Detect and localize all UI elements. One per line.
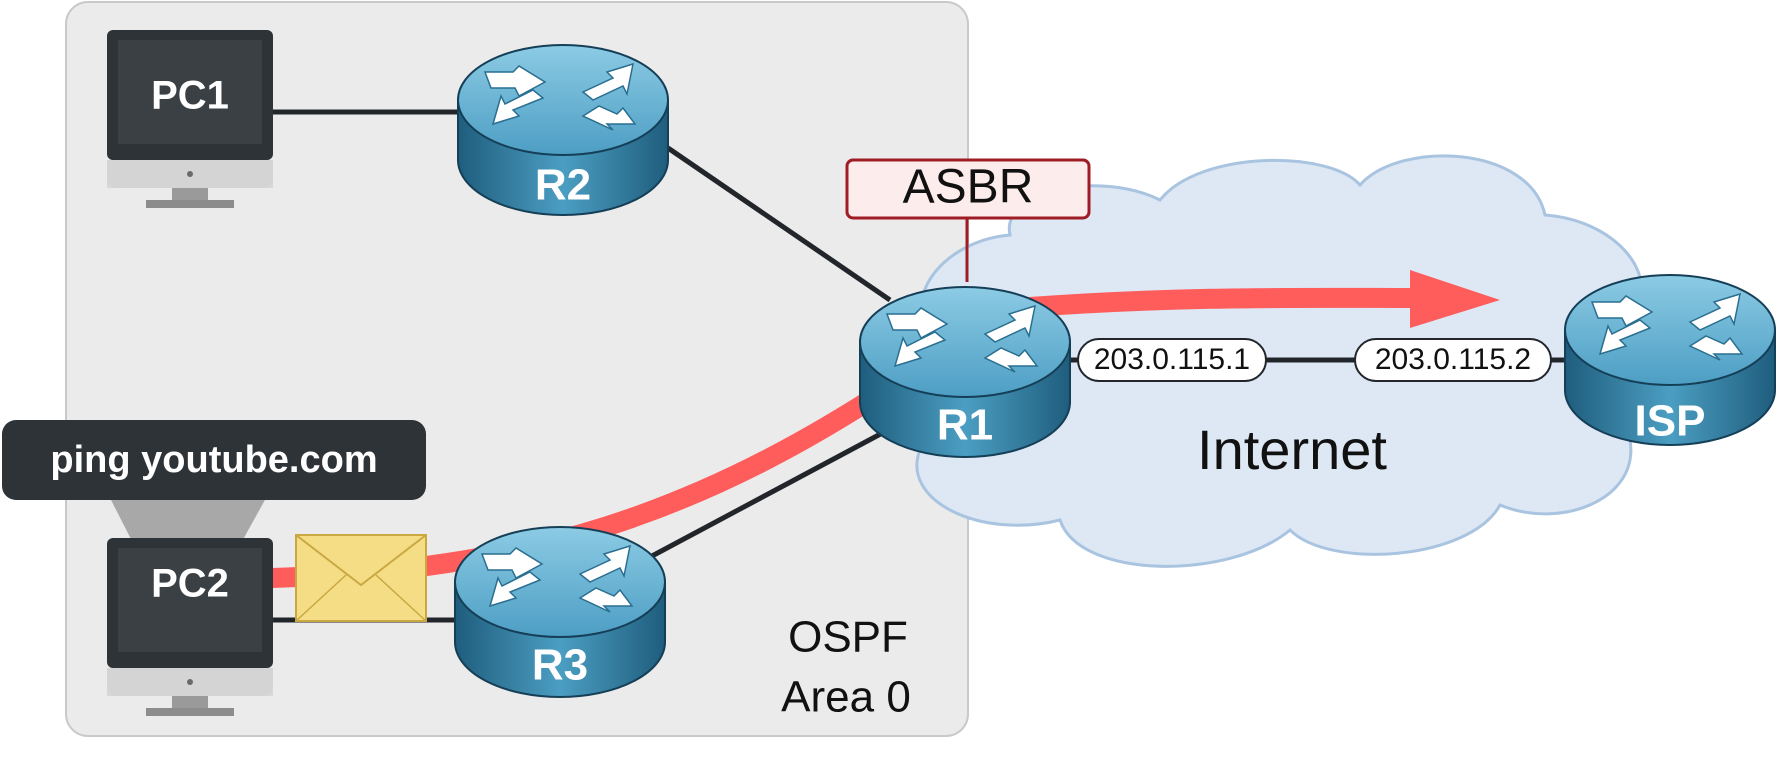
asbr-badge: ASBR [845, 158, 1091, 220]
monitor-icon [107, 30, 273, 208]
pc1-label: PC1 [151, 74, 229, 118]
router-r1[interactable]: R1 [859, 286, 1071, 458]
ping-callout: ping youtube.com [2, 420, 426, 545]
isp-ip-text: 203.0.115.2 [1375, 343, 1531, 376]
ospf-label-line2: Area 0 [781, 673, 911, 722]
pc2[interactable]: PC2 [107, 538, 273, 716]
ip-label-isp: 203.0.115.2 [1354, 338, 1552, 382]
ping-command: ping youtube.com [50, 439, 377, 481]
isp-label: ISP [1635, 397, 1706, 446]
internet-label: Internet [1197, 418, 1387, 481]
link-r3-r1 [650, 427, 890, 559]
ip-label-r1: 203.0.115.1 [1077, 338, 1267, 382]
ospf-label-line1: OSPF [788, 613, 908, 662]
router-r3[interactable]: R3 [454, 526, 666, 698]
pc1[interactable]: PC1 [107, 30, 273, 208]
pc2-label: PC2 [151, 562, 229, 606]
r3-label: R3 [532, 641, 588, 690]
envelope-icon [295, 534, 427, 622]
router-isp[interactable]: ISP [1564, 274, 1776, 446]
r2-label: R2 [535, 161, 591, 210]
r1-ip-text: 203.0.115.1 [1094, 343, 1250, 376]
asbr-label: ASBR [903, 161, 1034, 214]
link-r2-r1 [666, 145, 892, 303]
traffic-arrowhead [1410, 270, 1500, 328]
router-r2[interactable]: R2 [457, 44, 669, 216]
r1-label: R1 [937, 401, 993, 450]
